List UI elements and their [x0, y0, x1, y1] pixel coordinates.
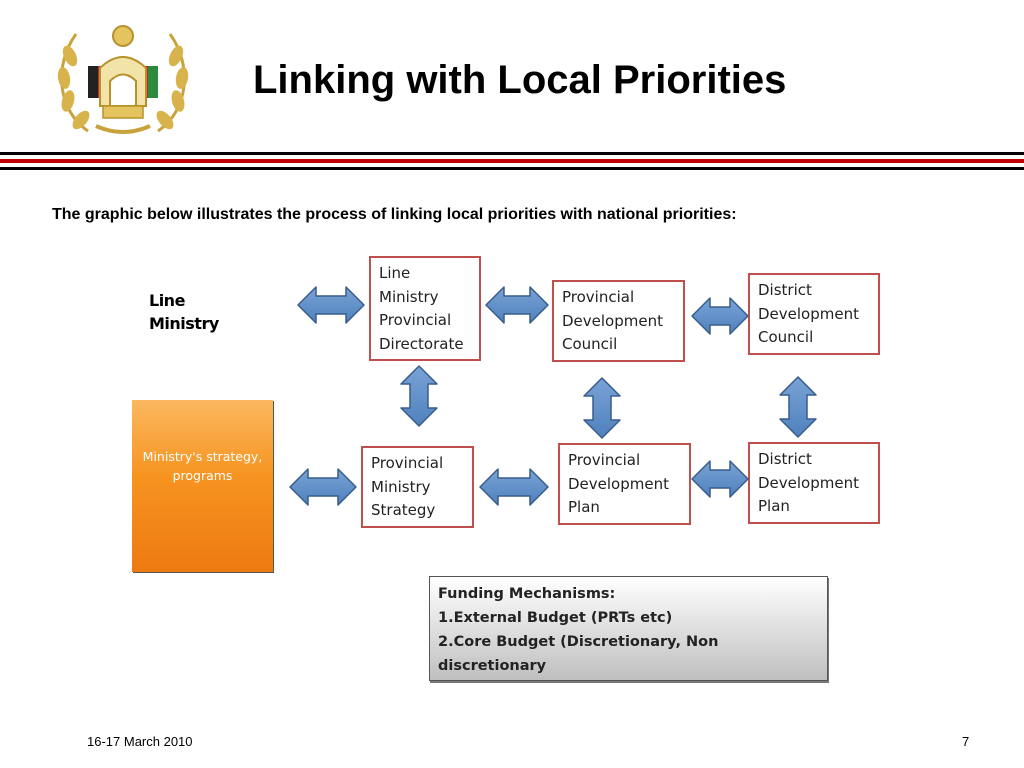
footer-date: 16-17 March 2010 [87, 734, 193, 749]
funding-title: Funding Mechanisms: [438, 586, 616, 602]
double-arrow-icon-h3 [691, 297, 749, 335]
funding-item-core: 2.Core Budget (Discretionary, Non [438, 634, 719, 650]
line-ministry-label: Line Ministry [149, 291, 219, 333]
intro-text: The graphic below illustrates the proces… [52, 206, 737, 223]
double-arrow-icon-h1 [297, 286, 365, 324]
double-arrow-icon-h6 [691, 460, 749, 498]
funding-item-core-cont: discretionary [438, 658, 547, 674]
page-title: Linking with Local Priorities [253, 58, 787, 102]
double-arrow-icon-v1 [400, 365, 438, 427]
page-number: 7 [962, 734, 970, 749]
double-arrow-icon-v3 [779, 376, 817, 438]
ministry-strategy-box: Ministry's strategy, programs [132, 400, 273, 572]
district-development-council-box: District Development Council [748, 273, 880, 355]
afghanistan-emblem-icon [57, 25, 189, 134]
funding-item-external: 1.External Budget (PRTs etc) [438, 610, 673, 626]
provincial-ministry-strategy-box: Provincial Ministry Strategy [361, 446, 474, 528]
header-rule-top [0, 152, 1024, 155]
double-arrow-icon-v2 [583, 377, 621, 439]
line-ministry-directorate-box: Line Ministry Provincial Directorate [369, 256, 481, 361]
double-arrow-icon-h5 [479, 468, 549, 506]
provincial-development-plan-box: Provincial Development Plan [558, 443, 691, 525]
provincial-development-council-box: Provincial Development Council [552, 280, 685, 362]
funding-mechanisms-box: Funding Mechanisms: 1.External Budget (P… [429, 576, 828, 681]
double-arrow-icon-h2 [485, 286, 549, 324]
header-rule-bottom [0, 167, 1024, 170]
header-rule-red [0, 159, 1024, 163]
ministry-strategy-text: Ministry's strategy, programs [142, 449, 263, 483]
double-arrow-icon-h4 [289, 468, 357, 506]
district-development-plan-box: District Development Plan [748, 442, 880, 524]
